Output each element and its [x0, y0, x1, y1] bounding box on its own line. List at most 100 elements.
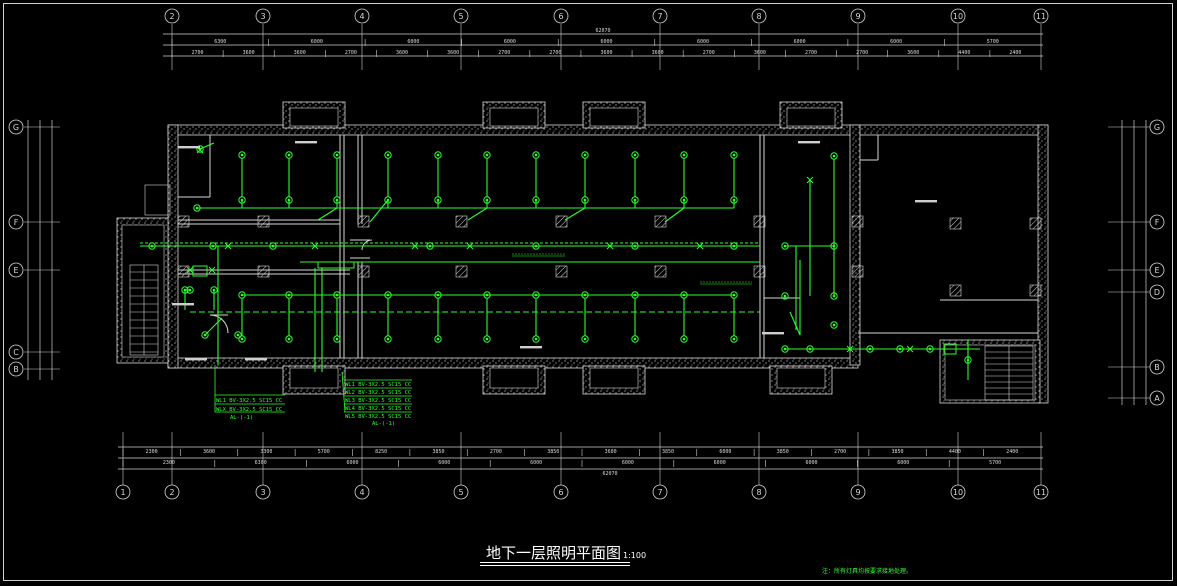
- panel-box: [192, 265, 208, 277]
- ceiling-lamp-core: [682, 198, 686, 202]
- column: [177, 215, 190, 228]
- circuit-wire: [564, 207, 586, 221]
- ceiling-lamp: [238, 196, 246, 204]
- axis-bubble: [8, 344, 24, 360]
- ceiling-lamp: [285, 335, 293, 343]
- room-labels: [172, 141, 937, 361]
- ceiling-lamp: [631, 291, 639, 299]
- ceiling-lamp-core: [534, 153, 538, 157]
- axis-bubble: [1033, 484, 1049, 500]
- circuit-wire: [369, 199, 389, 223]
- axis-bubble: [115, 484, 131, 500]
- ceiling-lamp-core: [436, 293, 440, 297]
- ceiling-lamp: [384, 335, 392, 343]
- axis-bubble: [8, 214, 24, 230]
- ceiling-lamp: [730, 151, 738, 159]
- ceiling-lamp-core: [485, 293, 489, 297]
- green-labels: [512, 253, 752, 285]
- ceiling-lamp-core: [287, 198, 291, 202]
- switch-mark: [466, 242, 474, 250]
- ceiling-lamp: [483, 196, 491, 204]
- dim-sub-bottom: 3600: [203, 449, 215, 455]
- dim-sub-top: 3600: [396, 50, 408, 56]
- ceiling-lamp: [384, 291, 392, 299]
- ceiling-lamp-core: [682, 293, 686, 297]
- axis-label: 4: [359, 12, 364, 21]
- ceiling-lamp: [532, 335, 540, 343]
- axis-label: F: [14, 218, 19, 227]
- axis-lines: [24, 24, 1150, 485]
- ceiling-lamp: [830, 152, 838, 160]
- circuit-left-1: WL1 BV-3X2.5 SC15 CC: [216, 398, 282, 404]
- axis-bubble: [950, 484, 966, 500]
- ceiling-lamp-core: [428, 244, 432, 248]
- ceiling-lamp: [680, 151, 688, 159]
- ceiling-lamp: [781, 242, 789, 250]
- structural-columns: [177, 215, 1042, 297]
- ceiling-lamp-core: [287, 293, 291, 297]
- switch-mark: [186, 266, 194, 274]
- dim-sub-bottom: 8250: [375, 449, 387, 455]
- axis-bubble: [751, 8, 767, 24]
- dimension-lines: [27, 33, 1147, 470]
- dim-bay-bottom: 6000: [346, 460, 358, 466]
- axis-label: 7: [657, 12, 662, 21]
- dim-bay-bottom: 6000: [438, 460, 450, 466]
- ceiling-lamp-core: [732, 153, 736, 157]
- ceiling-lamp-core: [386, 198, 390, 202]
- axis-label: 10: [953, 12, 963, 21]
- ceiling-lamp-core: [534, 244, 538, 248]
- column: [851, 215, 864, 228]
- title-underline: [480, 562, 630, 563]
- axis-bubble: [8, 262, 24, 278]
- room-label-mark: [295, 141, 317, 144]
- axis-bubble: [850, 8, 866, 24]
- ceiling-lamp-core: [583, 337, 587, 341]
- axis-label: B: [1154, 363, 1160, 372]
- ceiling-lamp-core: [335, 153, 339, 157]
- ceiling-lamp-core: [808, 347, 812, 351]
- well-inner: [121, 107, 1036, 401]
- ceiling-lamp-core: [682, 337, 686, 341]
- ceiling-lamp: [186, 286, 194, 294]
- lighting-fixtures: [148, 145, 972, 364]
- column: [949, 217, 962, 230]
- axis-label: D: [1154, 288, 1160, 297]
- axis-bubble: [453, 484, 469, 500]
- ceiling-lamp: [434, 151, 442, 159]
- dim-sub-bottom: 3850: [777, 449, 789, 455]
- axis-label: 11: [1036, 12, 1046, 21]
- title-underline-2: [480, 565, 630, 566]
- dim-bay-bottom: 6000: [805, 460, 817, 466]
- dim-sub-bottom: 3850: [433, 449, 445, 455]
- ceiling-lamp-core: [928, 347, 932, 351]
- ceiling-lamp: [896, 345, 904, 353]
- axis-bubble: [453, 8, 469, 24]
- ceiling-lamp-core: [534, 337, 538, 341]
- ceiling-lamp: [285, 291, 293, 299]
- ceiling-lamp: [581, 291, 589, 299]
- ceiling-lamp-core: [783, 244, 787, 248]
- ceiling-lamp: [581, 196, 589, 204]
- dim-sub-top: 2400: [1009, 50, 1021, 56]
- dim-bay-top: 6000: [794, 39, 806, 45]
- axis-bubble: [8, 361, 24, 377]
- axis-bubble: [1149, 214, 1165, 230]
- ceiling-lamp: [730, 242, 738, 250]
- ceiling-lamp-core: [188, 288, 192, 292]
- ceiling-lamp-core: [335, 337, 339, 341]
- axis-bubble: [255, 484, 271, 500]
- ceiling-lamp-core: [436, 337, 440, 341]
- ceiling-lamp: [384, 151, 392, 159]
- dim-sub-bottom: 2700: [490, 449, 502, 455]
- axis-label: 2: [169, 12, 174, 21]
- ceiling-lamp: [238, 291, 246, 299]
- ceiling-lamp-core: [868, 347, 872, 351]
- ceiling-lamp: [532, 242, 540, 250]
- axis-bubble: [1149, 390, 1165, 406]
- dim-bay-bottom: 6000: [530, 460, 542, 466]
- axis-label: 7: [657, 488, 662, 497]
- ceiling-lamp-core: [436, 198, 440, 202]
